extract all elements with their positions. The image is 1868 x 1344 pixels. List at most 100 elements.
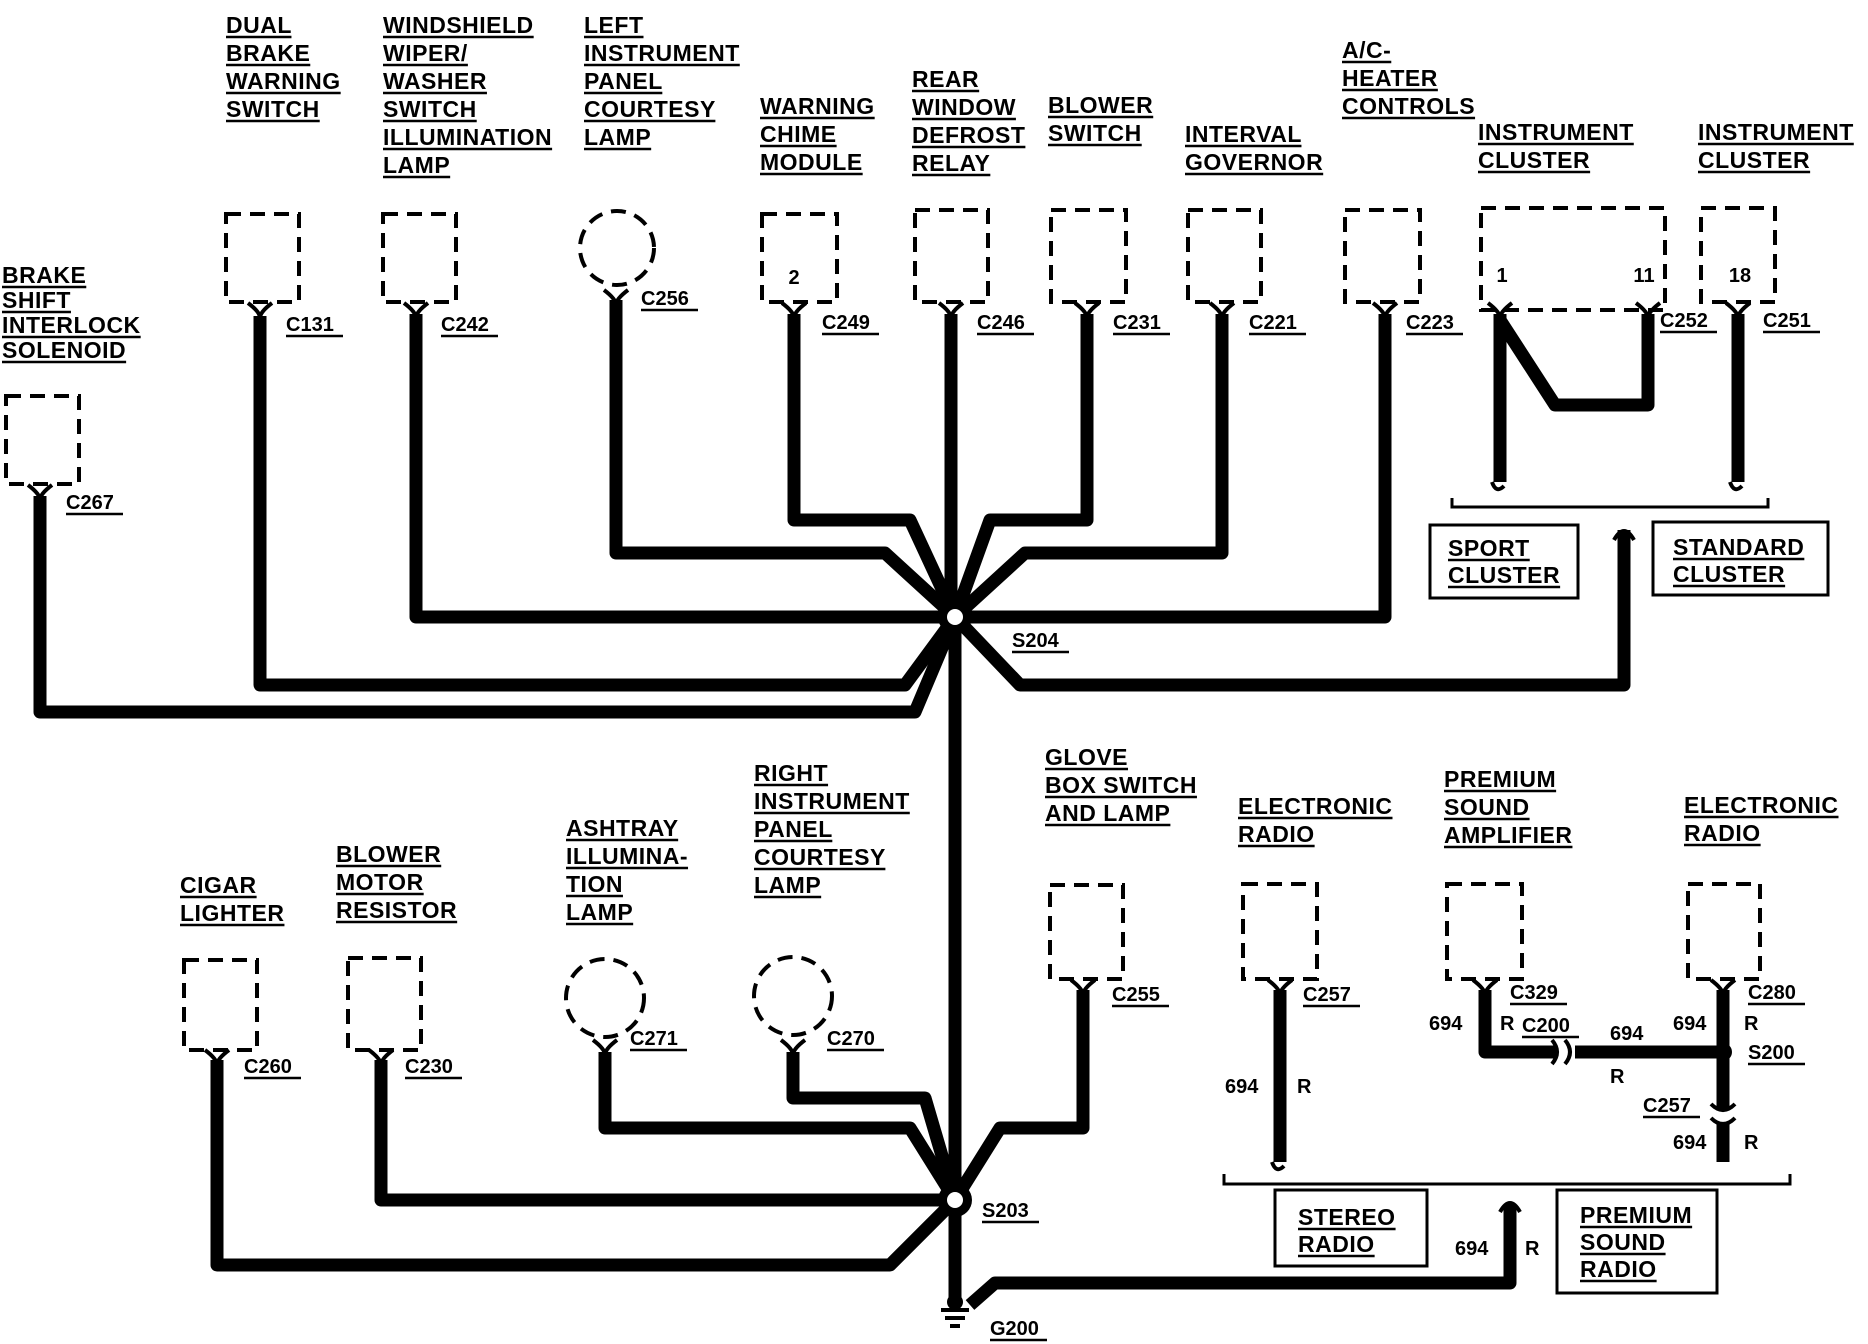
label-ashtray-illumination-lamp: ASHTRAY ILLUMINA- TION LAMP: [566, 815, 695, 925]
label-stereo-radio: STEREO RADIO: [1298, 1204, 1402, 1257]
label-electronic-radio-premium: ELECTRONIC RADIO: [1684, 792, 1845, 846]
label-interval-governor: INTERVAL GOVERNOR: [1185, 121, 1323, 175]
connector-c242: C242: [441, 314, 489, 336]
fork-c257-lower: [1709, 1102, 1737, 1126]
wire-c223: [955, 314, 1392, 624]
hook-sport: [1490, 481, 1506, 492]
fork-c271: [591, 1038, 619, 1056]
connector-c252: C252: [1660, 310, 1708, 332]
fork-c223: [1371, 301, 1399, 319]
circuit-label-c280: 694: [1673, 1013, 1707, 1035]
component-windshield-wiper-switch: [381, 212, 458, 304]
pin-numbers: 2 1 11 18: [788, 265, 1751, 289]
connector-c270: C270: [827, 1028, 875, 1050]
label-premium-sound-radio: PREMIUM SOUND RADIO: [1580, 1202, 1699, 1282]
color-label-c280: R: [1744, 1013, 1759, 1035]
label-brake-shift-interlock-solenoid: BRAKE SHIFT INTERLOCK SOLENOID: [2, 262, 148, 363]
label-left-instrument-panel-courtesy-lamp: LEFT INSTRUMENT PANEL COURTESY LAMP: [584, 12, 747, 150]
connector-c230: C230: [405, 1056, 453, 1078]
connector-c255: C255: [1112, 984, 1160, 1006]
connector-c280: C280: [1748, 982, 1796, 1004]
fork-c230: [367, 1048, 395, 1066]
ground-icon: [941, 1308, 969, 1328]
splice-s203-center: [947, 1192, 963, 1208]
pin-c252-1: 1: [1496, 265, 1507, 287]
top-component-shapes: [4, 206, 1777, 486]
component-electronic-radio-premium: [1686, 882, 1762, 981]
pin-c252-11: 11: [1633, 265, 1654, 287]
label-instrument-cluster-standard: INSTRUMENT CLUSTER: [1698, 119, 1861, 173]
connector-underlines: [66, 308, 1820, 1342]
wire-c230: [374, 1060, 955, 1207]
component-blower-motor-resistor: [346, 956, 423, 1052]
ground-bulb: [947, 1294, 963, 1310]
component-left-courtesy-lamp: [578, 209, 656, 287]
wire-c231: [948, 314, 1094, 620]
label-instrument-cluster-sport: INSTRUMENT CLUSTER: [1478, 119, 1641, 173]
label-ac-heater-controls: A/C- HEATER CONTROLS: [1342, 37, 1475, 119]
component-glove-box-switch: [1048, 883, 1125, 981]
connector-c257: C257: [1303, 984, 1351, 1006]
label-dual-brake-warning-switch: DUAL BRAKE WARNING SWITCH: [226, 12, 348, 122]
fork-c270: [779, 1038, 807, 1056]
stereo-radio-box: [1273, 1188, 1429, 1268]
label-g200: G200: [990, 1318, 1039, 1340]
bottom-component-shapes: [182, 882, 1762, 1052]
color-label-c329: R: [1500, 1013, 1515, 1035]
connector-c256: C256: [641, 288, 689, 310]
fork-c231: [1073, 301, 1101, 319]
connector-c257-lower: C257: [1643, 1095, 1691, 1117]
lower-harness-wires: [210, 990, 1730, 1310]
fork-c249: [780, 301, 808, 319]
upper-harness-wires: [33, 300, 1745, 1200]
variant-box-labels: SPORT CLUSTER STANDARD CLUSTER STEREO RA…: [1298, 534, 1811, 1283]
color-label-c257: R: [1297, 1076, 1312, 1098]
label-s204: S204: [1012, 630, 1060, 652]
component-blower-switch: [1049, 208, 1128, 304]
hook-radio-up: [1498, 1201, 1522, 1214]
label-premium-sound-amplifier: PREMIUM SOUND AMPLIFIER: [1444, 766, 1572, 848]
wire-c252-pin11: [1494, 314, 1655, 412]
connector-c329: C329: [1510, 982, 1558, 1004]
component-rear-defrost-relay: [913, 208, 990, 304]
connector-c231: C231: [1113, 312, 1161, 334]
connector-c131: C131: [286, 314, 334, 336]
fork-c246: [937, 301, 965, 319]
label-standard-cluster: STANDARD CLUSTER: [1673, 534, 1811, 587]
component-brake-shift-interlock: [4, 394, 81, 486]
wire-c260: [210, 1060, 960, 1272]
fork-c267: [26, 483, 54, 501]
label-windshield-wiper-switch: WINDSHIELD WIPER/ WASHER SWITCH ILLUMINA…: [383, 12, 559, 178]
connector-labels: C131 C242 C256 C249 C246 C231 C221 C223 …: [66, 288, 1811, 1117]
fork-c242: [402, 301, 430, 319]
radio-bracket: [1222, 1174, 1792, 1186]
wire-c270: [786, 1052, 962, 1202]
component-warning-chime-module: [760, 212, 839, 304]
wire-c267: [33, 496, 961, 719]
wire-c131: [253, 316, 961, 692]
component-right-courtesy-lamp: [752, 955, 834, 1037]
connector-c271: C271: [630, 1028, 678, 1050]
circuit-label-c200: 694: [1610, 1023, 1644, 1045]
label-cigar-lighter: CIGAR LIGHTER: [180, 872, 284, 926]
variant-brackets: [1222, 498, 1830, 1295]
label-blower-switch: BLOWER SWITCH: [1048, 92, 1160, 146]
wire-c242: [409, 314, 955, 624]
component-cigar-lighter: [182, 958, 259, 1052]
fork-c257: [1266, 978, 1294, 996]
sport-cluster-box: [1428, 523, 1580, 600]
connector-c200: C200: [1522, 1015, 1570, 1037]
fork-c252-11: [1634, 301, 1662, 319]
standard-cluster-box: [1651, 520, 1830, 597]
component-dual-brake-warning-switch: [224, 212, 301, 304]
bottom-labels: CIGAR LIGHTER BLOWER MOTOR RESISTOR ASHT…: [180, 744, 1845, 927]
component-premium-sound-amplifier: [1445, 882, 1524, 981]
circuit-label-c257: 694: [1225, 1076, 1259, 1098]
component-instrument-cluster-standard: [1699, 206, 1777, 304]
fork-c256: [602, 288, 630, 306]
fork-c255: [1069, 978, 1097, 996]
component-interval-governor: [1186, 208, 1263, 304]
splice-nodes: [938, 600, 1732, 1328]
label-sport-cluster: SPORT CLUSTER: [1448, 535, 1560, 588]
